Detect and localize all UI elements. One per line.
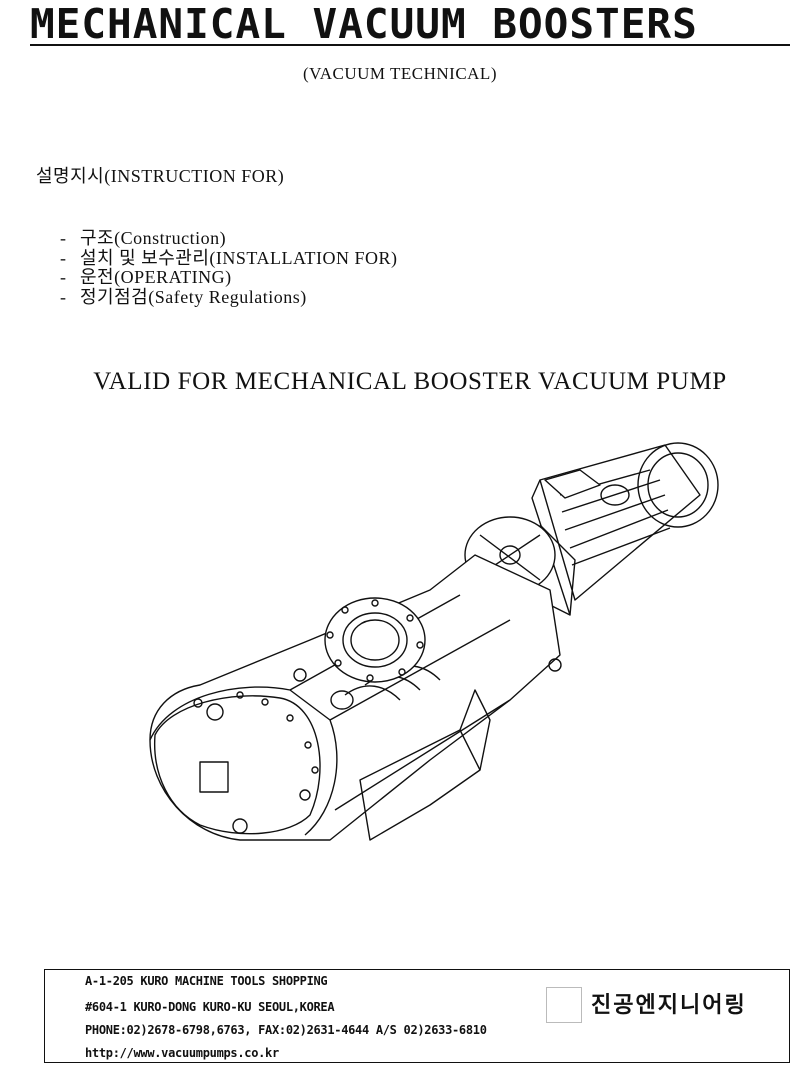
contents-item-safety: -정기점검(Safety Regulations) bbox=[60, 286, 397, 308]
list-dash: - bbox=[60, 267, 67, 287]
contents-item-installation: -설치 및 보수관리(INSTALLATION FOR) bbox=[60, 247, 398, 269]
motor bbox=[531, 442, 719, 616]
list-dash: - bbox=[60, 228, 67, 248]
valid-for-statement: VALID FOR MECHANICAL BOOSTER VACUUM PUMP bbox=[93, 368, 727, 395]
contents-item-construction: -구조(Construction) bbox=[60, 228, 397, 249]
vacuum-booster-pump-drawing bbox=[149, 442, 719, 841]
address-line-2: #604-1 KURO-DONG KURO-KU SEOUL,KOREA bbox=[85, 1000, 335, 1014]
title-underline bbox=[30, 44, 790, 46]
company-logo-box bbox=[546, 987, 582, 1023]
contents-item-label: 구조(Construction) bbox=[80, 228, 227, 248]
list-dash: - bbox=[60, 286, 67, 307]
inlet-flange bbox=[324, 597, 426, 710]
pump-casing bbox=[149, 554, 562, 841]
contents-item-operating: -운전(OPERATING) bbox=[60, 267, 397, 288]
phone-fax-line: PHONE:02)2678-6798,6763, FAX:02)2631-464… bbox=[85, 1023, 487, 1037]
document-subtitle: (VACUUM TECHNICAL) bbox=[303, 64, 497, 83]
website-link[interactable]: http://www.vacuumpumps.co.kr bbox=[85, 1046, 279, 1060]
contents-list: -구조(Construction) -설치 및 보수관리(INSTALLATIO… bbox=[60, 228, 398, 308]
address-line-1: A-1-205 KURO MACHINE TOOLS SHOPPING bbox=[85, 974, 328, 988]
document-title: MECHANICAL VACUUM BOOSTERS bbox=[30, 0, 698, 48]
company-name: 진공엔지니어링 bbox=[591, 992, 747, 1018]
instructions-heading: 설명지시(INSTRUCTION FOR) bbox=[36, 166, 285, 186]
contents-item-label: 정기점검(Safety Regulations) bbox=[80, 286, 307, 307]
contact-box: A-1-205 KURO MACHINE TOOLS SHOPPING #604… bbox=[44, 969, 790, 1063]
contents-item-label: 설치 및 보수관리(INSTALLATION FOR) bbox=[80, 247, 398, 268]
list-dash: - bbox=[60, 247, 67, 268]
contents-item-label: 운전(OPERATING) bbox=[80, 267, 232, 287]
